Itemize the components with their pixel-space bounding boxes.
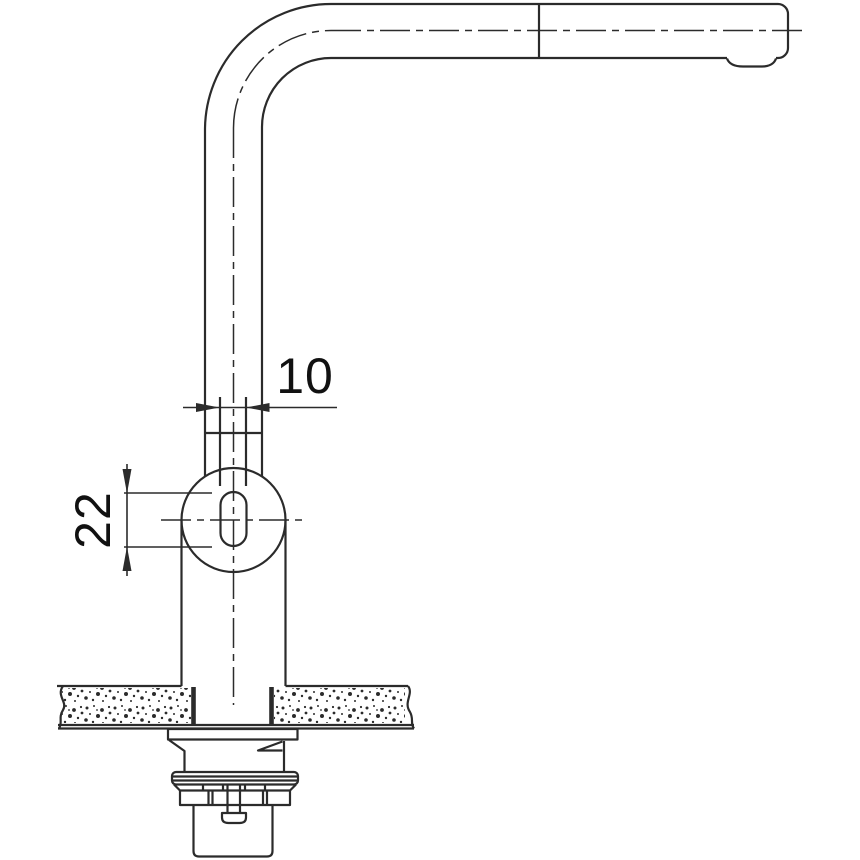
countertop-break-right	[406, 685, 415, 730]
bracket-right-notch	[256, 740, 283, 752]
countertop-fill-right	[274, 688, 405, 723]
countertop-fill-left	[62, 688, 191, 723]
dimension-22-bottom-arrow	[122, 546, 132, 571]
countertop-section	[57, 684, 415, 730]
lever-slot	[219, 490, 248, 548]
countertop-break-left	[58, 685, 66, 730]
spout-inner-profile	[260, 56, 727, 477]
dimension-spout-tube: 10	[183, 348, 337, 412]
dimension-lever-slot: 22	[65, 464, 212, 576]
dimension-22-label: 22	[65, 491, 121, 549]
spout-outer-profile	[203, 2, 790, 476]
dimension-10-left-arrow	[196, 403, 220, 412]
faucet-spout	[203, 2, 790, 486]
stud-foot	[220, 811, 248, 825]
bracket-left-bevel	[168, 739, 186, 772]
spacer-body	[178, 790, 292, 807]
nut-facet-lines	[173, 783, 297, 792]
dimension-22-top-arrow	[122, 469, 132, 494]
threaded-stud	[226, 784, 242, 813]
mounting-assembly	[166, 727, 300, 858]
dimension-10-right-arrow	[246, 403, 270, 412]
bend-centerline-arc	[232, 29, 332, 129]
centerlines	[161, 29, 807, 705]
stabilizer-flange	[166, 727, 299, 741]
lock-nut-band	[170, 770, 300, 786]
aerator-outlet	[725, 58, 778, 68]
connection-block	[192, 805, 274, 858]
dimension-10-label: 10	[276, 348, 334, 404]
